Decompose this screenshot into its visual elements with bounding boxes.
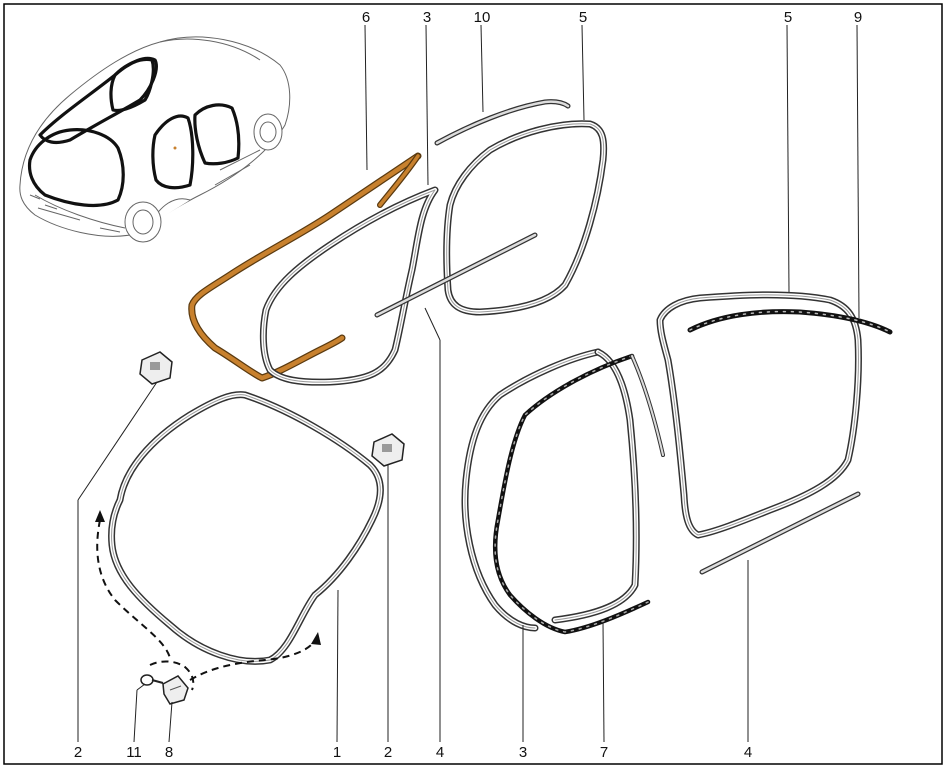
callout-6: 6 bbox=[362, 9, 370, 26]
callout-9: 9 bbox=[854, 9, 862, 26]
part-6-seal bbox=[188, 152, 422, 382]
part-3-upper-seal bbox=[259, 186, 439, 386]
callout-5-right: 5 bbox=[784, 9, 792, 26]
callout-4-middle: 4 bbox=[436, 744, 444, 761]
part-5-front-seal bbox=[443, 120, 608, 316]
car-seal-front-door bbox=[193, 103, 241, 166]
callout-3-top: 3 bbox=[423, 9, 431, 26]
part-4-strip-right bbox=[699, 491, 861, 575]
assembly-path-arrows bbox=[95, 510, 321, 691]
callout-11: 11 bbox=[126, 744, 142, 761]
callout-5-left: 5 bbox=[579, 9, 587, 26]
leader-lines bbox=[77, 24, 860, 743]
callout-2-left: 2 bbox=[74, 744, 82, 761]
part-4-strip-middle bbox=[374, 232, 538, 318]
part-9-strip bbox=[687, 309, 893, 335]
part-7-inner-strip bbox=[492, 353, 665, 635]
callout-3-bottom: 3 bbox=[519, 744, 527, 761]
callout-2-right: 2 bbox=[384, 744, 392, 761]
part-2-clip-upper bbox=[139, 351, 173, 385]
car-seal-rear-door bbox=[151, 114, 195, 190]
part-1-tailgate-seal bbox=[108, 391, 384, 665]
part-10-strip bbox=[434, 99, 571, 146]
diagram-border bbox=[3, 3, 943, 765]
callout-1: 1 bbox=[333, 744, 341, 761]
part-8-clip bbox=[162, 675, 189, 705]
callout-7: 7 bbox=[600, 744, 608, 761]
vehicle-overview-illustration bbox=[19, 36, 291, 243]
callout-8: 8 bbox=[165, 744, 173, 761]
part-11-screw bbox=[140, 674, 164, 686]
callout-10: 10 bbox=[474, 9, 491, 26]
car-seal-tailgate bbox=[27, 128, 125, 207]
part-3-rear-door-seal bbox=[461, 348, 640, 632]
part-5-rear-seal bbox=[656, 291, 862, 539]
car-seal-roof bbox=[109, 57, 155, 112]
part-2-clip-lower bbox=[371, 433, 405, 467]
callout-4-right: 4 bbox=[744, 744, 752, 761]
